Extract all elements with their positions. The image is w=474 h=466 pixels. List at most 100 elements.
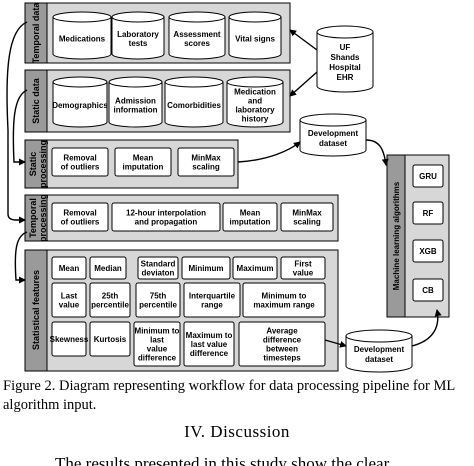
statistical-features-title: Statistical features <box>31 270 41 350</box>
connectors <box>6 21 442 348</box>
data-source-cylinder: Vital signs <box>228 11 282 60</box>
process-box-label: Mean <box>59 264 80 273</box>
process-box: Minimum <box>181 256 231 280</box>
workflow-diagram: Temporal data Static data Staticprocessi… <box>6 2 450 373</box>
process-box: Mean <box>51 256 87 280</box>
static-data-title: Static data <box>31 77 41 124</box>
arrow-static-processing-to-dev <box>237 141 301 163</box>
figure-caption: Figure 2. Diagram representing workflow … <box>3 378 455 413</box>
process-box-label: Maximum <box>237 264 274 273</box>
process-box: GRU <box>412 164 444 188</box>
arrow-ehr-to-temporal <box>289 29 318 51</box>
process-box-label: XGB <box>419 247 437 256</box>
ml-algorithms-title: Machine learning algorithms <box>392 181 401 290</box>
process-box: Kurtosis <box>89 321 131 357</box>
process-box-label: RF <box>423 209 434 218</box>
process-box-label: Kurtosis <box>94 335 127 344</box>
static-processing-title: Staticprocessing <box>28 140 48 188</box>
process-box: XGB <box>412 239 444 263</box>
process-box-label: Skewness <box>50 335 89 344</box>
process-box: Maximum <box>232 256 278 280</box>
data-source-cylinder: Medications <box>52 11 112 60</box>
arrow-static-to-processing <box>12 89 28 166</box>
arrow-dev-to-ml <box>365 139 389 166</box>
data-source-cylinder: Comorbidities <box>164 76 224 128</box>
process-box: Median <box>89 256 127 280</box>
process-box: CB <box>412 278 444 302</box>
body-text: The results presented in this study show… <box>55 454 390 466</box>
arrow-temporal-to-processing <box>6 21 28 224</box>
temporal-data-title: Temporal data <box>31 2 41 64</box>
data-source-label: Medications <box>59 35 106 44</box>
arrow-features-to-dev <box>324 339 347 348</box>
temporal-processing-title: Temporalprocessing <box>28 194 48 242</box>
process-box-label: Median <box>94 264 122 273</box>
process-box: RF <box>412 201 444 225</box>
data-source-label: Demographics <box>52 101 108 110</box>
arrow-ehr-to-static <box>289 71 318 97</box>
process-box-label: GRU <box>419 172 437 181</box>
data-source-cylinder: Demographics <box>52 76 108 128</box>
ml-algorithm-boxes: GRU RF XGB CB <box>412 164 444 302</box>
process-box-label: Minimum <box>188 264 223 273</box>
data-source-label: Comorbidities <box>167 101 221 110</box>
data-source-label: Vital signs <box>235 35 275 44</box>
section-heading: IV. Discussion <box>184 422 290 441</box>
arrow-dev-to-cb <box>411 309 442 347</box>
process-box: Skewness <box>50 321 89 357</box>
arrow-temporal-to-features <box>14 231 28 284</box>
process-box-label: CB <box>422 286 434 295</box>
